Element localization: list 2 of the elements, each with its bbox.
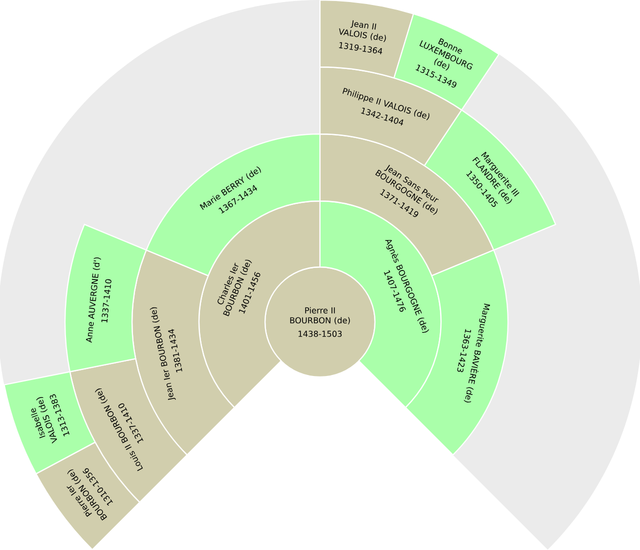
person-sector: Anne AUVERGNE (d') 1337-1410: [64, 224, 147, 372]
person-sector: Jean II VALOIS (de) 1319-1364: [319, 0, 414, 79]
